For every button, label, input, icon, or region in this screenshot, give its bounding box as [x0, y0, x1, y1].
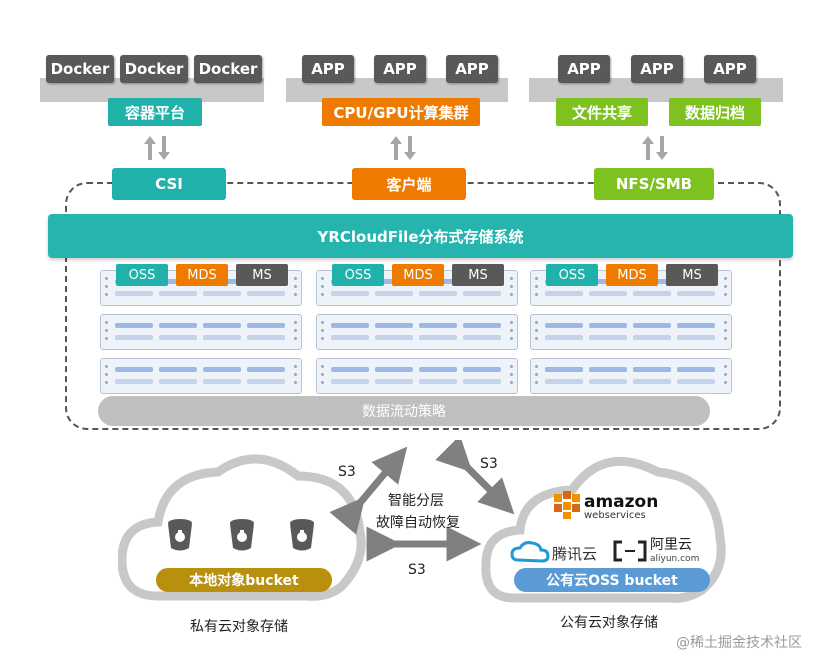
- docker-chip: Docker: [194, 55, 262, 83]
- oss-tag: OSS: [546, 264, 598, 286]
- oss-tag: OSS: [332, 264, 384, 286]
- app-chip: APP: [704, 55, 756, 83]
- data-flow-policy-bar: 数据流动策略: [98, 396, 710, 426]
- tencent-cloud-label: 腾讯云: [552, 545, 598, 563]
- oss-tag: OSS: [116, 264, 168, 286]
- csi-protocol: CSI: [112, 168, 226, 200]
- aliyun-wordmark: 阿里云: [650, 537, 692, 553]
- container-platform-tag: 容器平台: [108, 98, 202, 126]
- app-chip: APP: [558, 55, 610, 83]
- app-chip: APP: [374, 55, 426, 83]
- public-bucket-label: 公有云OSS bucket: [546, 573, 678, 589]
- aliyun-icon: [613, 540, 647, 562]
- s3-bottom-label: S3: [408, 562, 426, 578]
- server-rack: [100, 314, 302, 350]
- server-rack: [100, 358, 302, 394]
- ms-tag: MS: [666, 264, 718, 286]
- local-bucket-badge: 本地对象bucket: [156, 568, 332, 592]
- server-rack: [530, 358, 732, 394]
- amazon-wordmark: amazon: [584, 492, 659, 512]
- tiering-label: 智能分层: [388, 493, 444, 509]
- s3-link-arrows: [330, 440, 515, 562]
- double-arrow-icon: [390, 136, 416, 160]
- aliyun-domain: aliyun.com: [650, 554, 700, 564]
- ms-tag: MS: [236, 264, 288, 286]
- bucket-icon: [168, 519, 192, 551]
- data-flow-policy-label: 数据流动策略: [362, 404, 446, 420]
- nfs-smb-protocol: NFS/SMB: [594, 168, 714, 200]
- data-archive-tag: 数据归档: [669, 98, 761, 126]
- amazon-logo: amazon webservices: [584, 492, 659, 523]
- local-bucket-label: 本地对象bucket: [189, 573, 299, 589]
- double-arrow-icon: [144, 136, 170, 160]
- public-cloud-caption: 公有云对象存储: [560, 615, 658, 631]
- server-rack: [316, 314, 518, 350]
- public-bucket-badge: 公有云OSS bucket: [514, 568, 710, 592]
- system-title: YRCloudFile分布式存储系统: [317, 227, 524, 246]
- bucket-icon: [290, 519, 314, 551]
- bucket-icon: [230, 519, 254, 551]
- app-chip: APP: [631, 55, 683, 83]
- server-rack: [530, 314, 732, 350]
- app-chip: APP: [446, 55, 498, 83]
- file-share-tag: 文件共享: [556, 98, 648, 126]
- docker-chip: Docker: [46, 55, 114, 83]
- mds-tag: MDS: [606, 264, 658, 286]
- private-cloud-caption: 私有云对象存储: [190, 619, 288, 635]
- system-banner: YRCloudFile分布式存储系统: [48, 214, 793, 258]
- aws-cubes-icon: [554, 491, 580, 519]
- ms-tag: MS: [452, 264, 504, 286]
- compute-cluster-tag: CPU/GPU计算集群: [322, 98, 480, 126]
- mds-tag: MDS: [392, 264, 444, 286]
- mds-tag: MDS: [176, 264, 228, 286]
- aliyun-logo: 阿里云 aliyun.com: [650, 538, 699, 566]
- s3-left-label: S3: [338, 464, 356, 480]
- app-chip: APP: [302, 55, 354, 83]
- watermark: @稀土掘金技术社区: [676, 635, 802, 651]
- auto-recovery-label: 故障自动恢复: [376, 515, 460, 531]
- server-rack: [316, 358, 518, 394]
- amazon-webservices: webservices: [584, 510, 646, 521]
- s3-right-label: S3: [480, 456, 498, 472]
- docker-chip: Docker: [120, 55, 188, 83]
- client-protocol: 客户端: [352, 168, 466, 200]
- double-arrow-icon: [642, 136, 668, 160]
- tencent-cloud-icon: [510, 541, 550, 563]
